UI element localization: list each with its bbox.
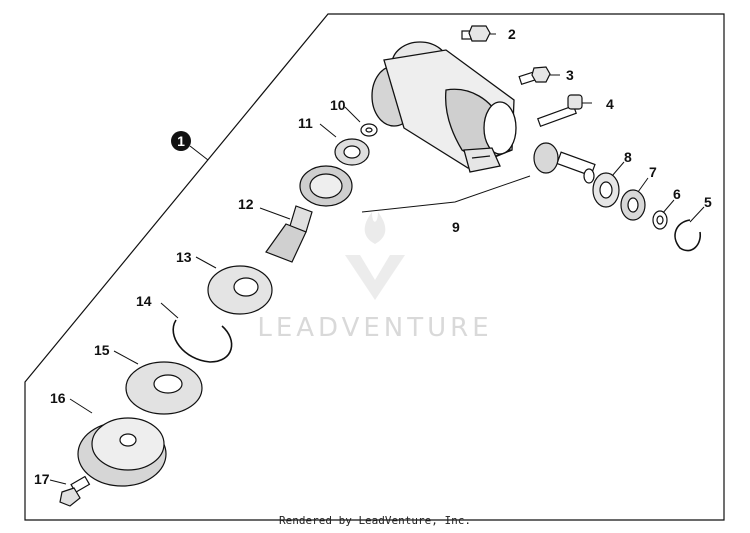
part-13-bearing [207, 265, 273, 315]
assembly-frame [24, 13, 725, 521]
part-16-holder [77, 417, 167, 487]
part-4-bolt [537, 94, 583, 128]
part-3-bolt [518, 66, 551, 86]
callout-3: 3 [566, 67, 574, 83]
callout-1-label: 1 [177, 133, 185, 149]
callout-10: 10 [330, 97, 346, 113]
callout-11: 11 [298, 115, 313, 131]
bevel-gear [299, 165, 353, 207]
part-5-snap-ring [674, 219, 702, 252]
callout-1-badge [171, 131, 191, 151]
part-6-washer [652, 210, 668, 230]
callout-12: 12 [238, 196, 254, 212]
part-2-bolt [461, 25, 491, 42]
gear-housing [371, 41, 517, 173]
callout-16: 16 [50, 390, 66, 406]
callout-17: 17 [34, 471, 50, 487]
part-9-pinion-shaft [533, 142, 596, 184]
part-10-washer [360, 123, 378, 137]
callout-9: 9 [452, 219, 460, 235]
part-8-bearing [592, 172, 620, 208]
part-17-bolt [59, 475, 91, 507]
part-11-bearing [334, 138, 370, 166]
callout-8: 8 [624, 149, 632, 165]
leader-lines [49, 33, 705, 485]
part-7-bearing [620, 189, 646, 221]
watermark-logo-icon [345, 212, 405, 300]
callout-6: 6 [673, 186, 681, 202]
callout-4: 4 [606, 96, 614, 112]
part-12-spindle [265, 205, 313, 263]
callout-14: 14 [136, 293, 152, 309]
watermark-text: LEADVENTURE [257, 313, 492, 343]
part-15-cover [125, 361, 203, 415]
part-14-snap-ring [172, 319, 233, 363]
callout-5: 5 [704, 194, 712, 210]
callout-13: 13 [176, 249, 192, 265]
callout-2: 2 [508, 26, 516, 42]
footer-credit: Rendered by LeadVenture, Inc. [278, 514, 472, 527]
callout-15: 15 [94, 342, 110, 358]
callout-7: 7 [649, 164, 657, 180]
